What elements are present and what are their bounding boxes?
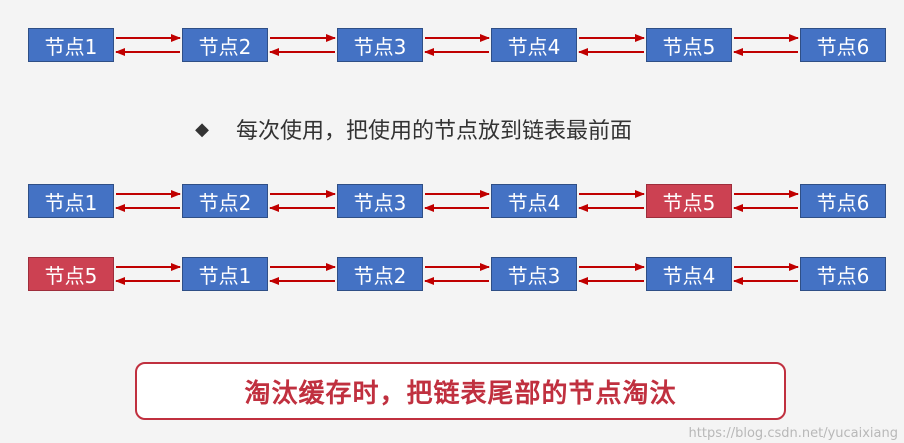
list-node: 节点1 bbox=[182, 257, 268, 291]
bullet-point: ◆ 每次使用，把使用的节点放到链表最前面 bbox=[192, 112, 632, 146]
callout-text: 淘汰缓存时，把链表尾部的节点淘汰 bbox=[244, 378, 677, 409]
list-node: 节点1 bbox=[28, 28, 114, 62]
list-node: 节点3 bbox=[337, 184, 423, 218]
list-node: 节点6 bbox=[800, 28, 886, 62]
list-node: 节点3 bbox=[337, 28, 423, 62]
list-node: 节点5 bbox=[646, 184, 732, 218]
list-node: 节点2 bbox=[182, 184, 268, 218]
list-node: 节点5 bbox=[28, 257, 114, 291]
list-node: 节点4 bbox=[646, 257, 732, 291]
diamond-bullet-icon: ◆ bbox=[195, 118, 209, 140]
list-node: 节点2 bbox=[337, 257, 423, 291]
callout-box: 淘汰缓存时，把链表尾部的节点淘汰 bbox=[135, 362, 786, 420]
list-node: 节点3 bbox=[491, 257, 577, 291]
bullet-text: 每次使用，把使用的节点放到链表最前面 bbox=[236, 119, 633, 144]
list-node: 节点4 bbox=[491, 184, 577, 218]
list-node: 节点1 bbox=[28, 184, 114, 218]
watermark-text: https://blog.csdn.net/yucaixiang bbox=[688, 426, 898, 441]
list-node: 节点6 bbox=[800, 257, 886, 291]
list-node: 节点6 bbox=[800, 184, 886, 218]
list-node: 节点5 bbox=[646, 28, 732, 62]
list-node: 节点2 bbox=[182, 28, 268, 62]
list-node: 节点4 bbox=[491, 28, 577, 62]
